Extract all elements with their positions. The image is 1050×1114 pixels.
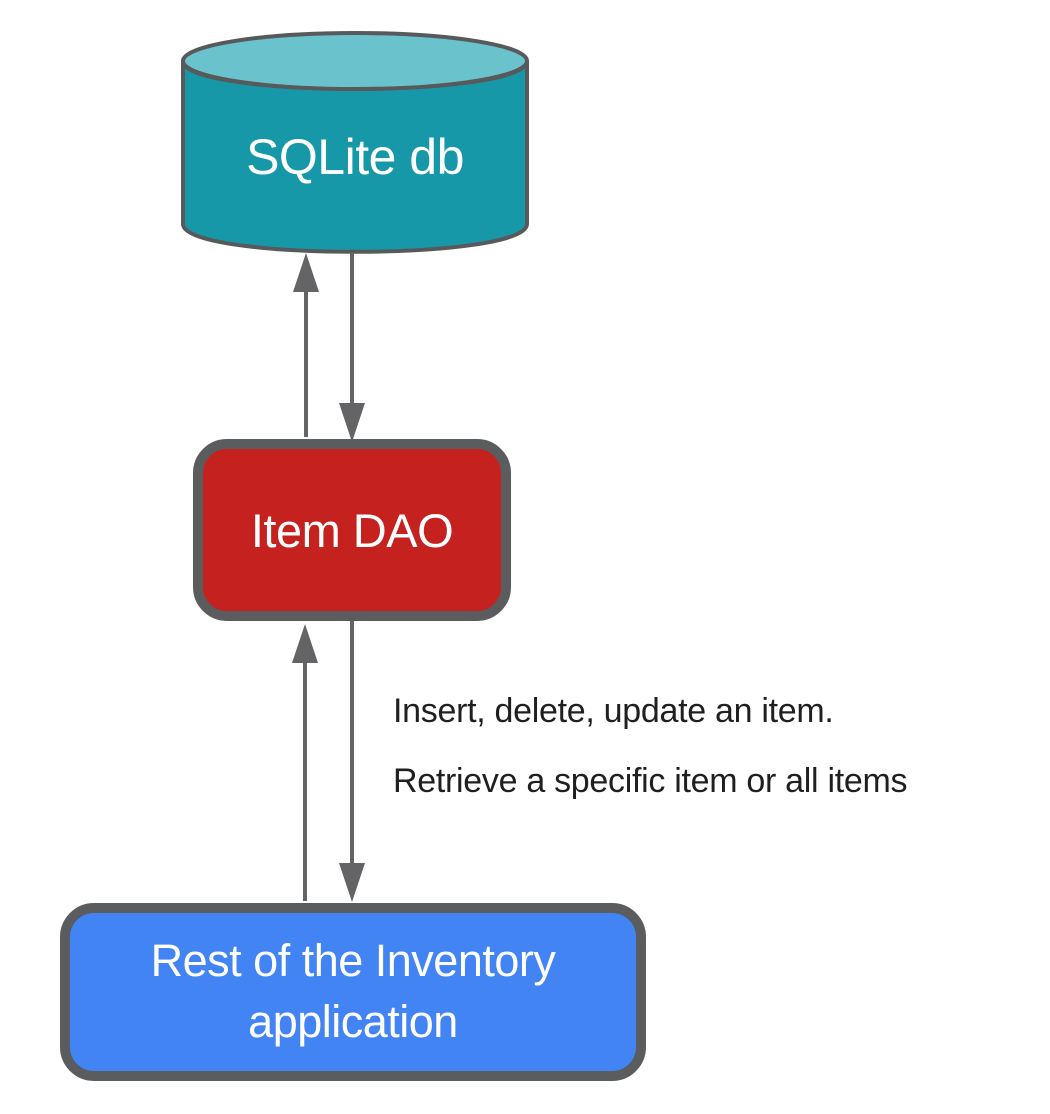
dao-to-db-arrow [293, 253, 319, 437]
dao-to-app-arrow [339, 621, 365, 902]
arrow-annotation-line2: Retrieve a specific item or all items [393, 762, 908, 800]
db-to-dao-arrow [339, 253, 365, 442]
item-dao-label: Item DAO [250, 503, 454, 557]
rest-of-app-label: Rest of the Inventory application [151, 931, 556, 1053]
cylinder-top-ellipse [181, 31, 529, 91]
item-dao-box: Item DAO [193, 439, 511, 621]
sqlite-db-cylinder [181, 31, 529, 254]
arrow-annotation-line1: Insert, delete, update an item. [393, 692, 834, 730]
app-to-dao-arrow [292, 624, 318, 901]
up-arrowhead [293, 253, 319, 292]
rest-of-app-label-line2: application [248, 996, 458, 1047]
down-arrowhead [339, 863, 365, 902]
up-arrowhead [292, 624, 318, 663]
rest-of-app-box: Rest of the Inventory application [60, 903, 646, 1081]
rest-of-app-label-line1: Rest of the Inventory [150, 935, 556, 987]
down-arrowhead [339, 403, 365, 442]
sqlite-db-label: SQLite db [246, 129, 464, 185]
